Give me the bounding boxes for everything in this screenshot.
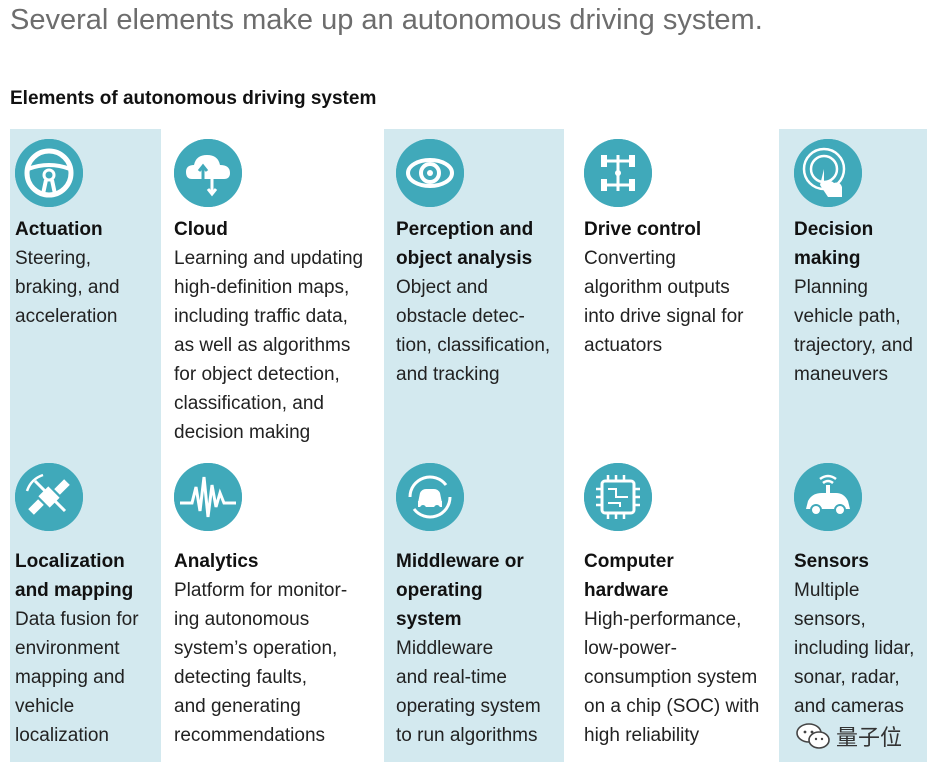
element-title: Cloud bbox=[174, 219, 228, 240]
element-title: Localization and mapping bbox=[15, 551, 134, 601]
element-middleware: Middleware or operating system Middlewar… bbox=[396, 463, 586, 750]
car-loop-icon bbox=[396, 463, 464, 531]
element-analytics: Analytics Platform for monitor- ing auto… bbox=[174, 463, 364, 750]
element-title: Decision making bbox=[794, 219, 874, 269]
element-localization: Localization and mapping Data fusion for… bbox=[15, 463, 205, 750]
element-description: Multiple sensors, including lidar, sonar… bbox=[794, 580, 915, 717]
element-cloud: Cloud Learning and updating high-definit… bbox=[174, 139, 364, 447]
element-computer-hardware: Computer hardware High-performance, low-… bbox=[584, 463, 774, 750]
element-title: Actuation bbox=[15, 219, 103, 240]
element-drive-control: Drive control Converting algorithm outpu… bbox=[584, 139, 774, 360]
element-title: Middleware or operating system bbox=[396, 551, 524, 630]
element-description: Learning and updating high-definition ma… bbox=[174, 248, 364, 443]
element-sensors: Sensors Multiple sensors, including lida… bbox=[794, 463, 924, 721]
page-headline: Several elements make up an autonomous d… bbox=[10, 4, 763, 36]
pulse-icon bbox=[174, 463, 242, 531]
element-title: Computer hardware bbox=[584, 551, 674, 601]
cloud-icon bbox=[174, 139, 242, 207]
element-description: Platform for monitor- ing autonomous sys… bbox=[174, 580, 348, 746]
chassis-icon bbox=[584, 139, 652, 207]
touch-icon bbox=[794, 139, 862, 207]
eye-icon bbox=[396, 139, 464, 207]
band-column-1 bbox=[10, 129, 161, 762]
element-description: Object and obstacle detec- tion, classif… bbox=[396, 277, 551, 385]
band-column-5 bbox=[779, 129, 927, 762]
element-description: High-performance, low-power- consumption… bbox=[584, 609, 760, 746]
element-title: Drive control bbox=[584, 219, 702, 240]
element-description: Converting algorithm outputs into drive … bbox=[584, 248, 744, 356]
element-description: Data fusion for environment mapping and … bbox=[15, 609, 139, 746]
element-perception: Perception and object analysis Object an… bbox=[396, 139, 586, 389]
chip-icon bbox=[584, 463, 652, 531]
satellite-icon bbox=[15, 463, 83, 531]
sensor-car-icon bbox=[794, 463, 862, 531]
element-title: Perception and object analysis bbox=[396, 219, 534, 269]
element-title: Sensors bbox=[794, 551, 869, 572]
steering-wheel-icon bbox=[15, 139, 83, 207]
element-actuation: Actuation Steering, braking, and acceler… bbox=[15, 139, 205, 331]
element-title: Analytics bbox=[174, 551, 259, 572]
element-description: Middleware and real-time operating syste… bbox=[396, 638, 541, 746]
element-description: Planning vehicle path, trajectory, and m… bbox=[794, 277, 913, 385]
element-description: Steering, braking, and acceleration bbox=[15, 248, 120, 327]
watermark-text: 量子位 bbox=[836, 725, 903, 750]
element-decision-making: Decision making Planning vehicle path, t… bbox=[794, 139, 924, 389]
wechat-icon bbox=[796, 723, 830, 749]
diagram-subtitle: Elements of autonomous driving system bbox=[10, 88, 377, 109]
band-column-3 bbox=[384, 129, 564, 762]
watermark: 量子位 bbox=[796, 720, 902, 752]
